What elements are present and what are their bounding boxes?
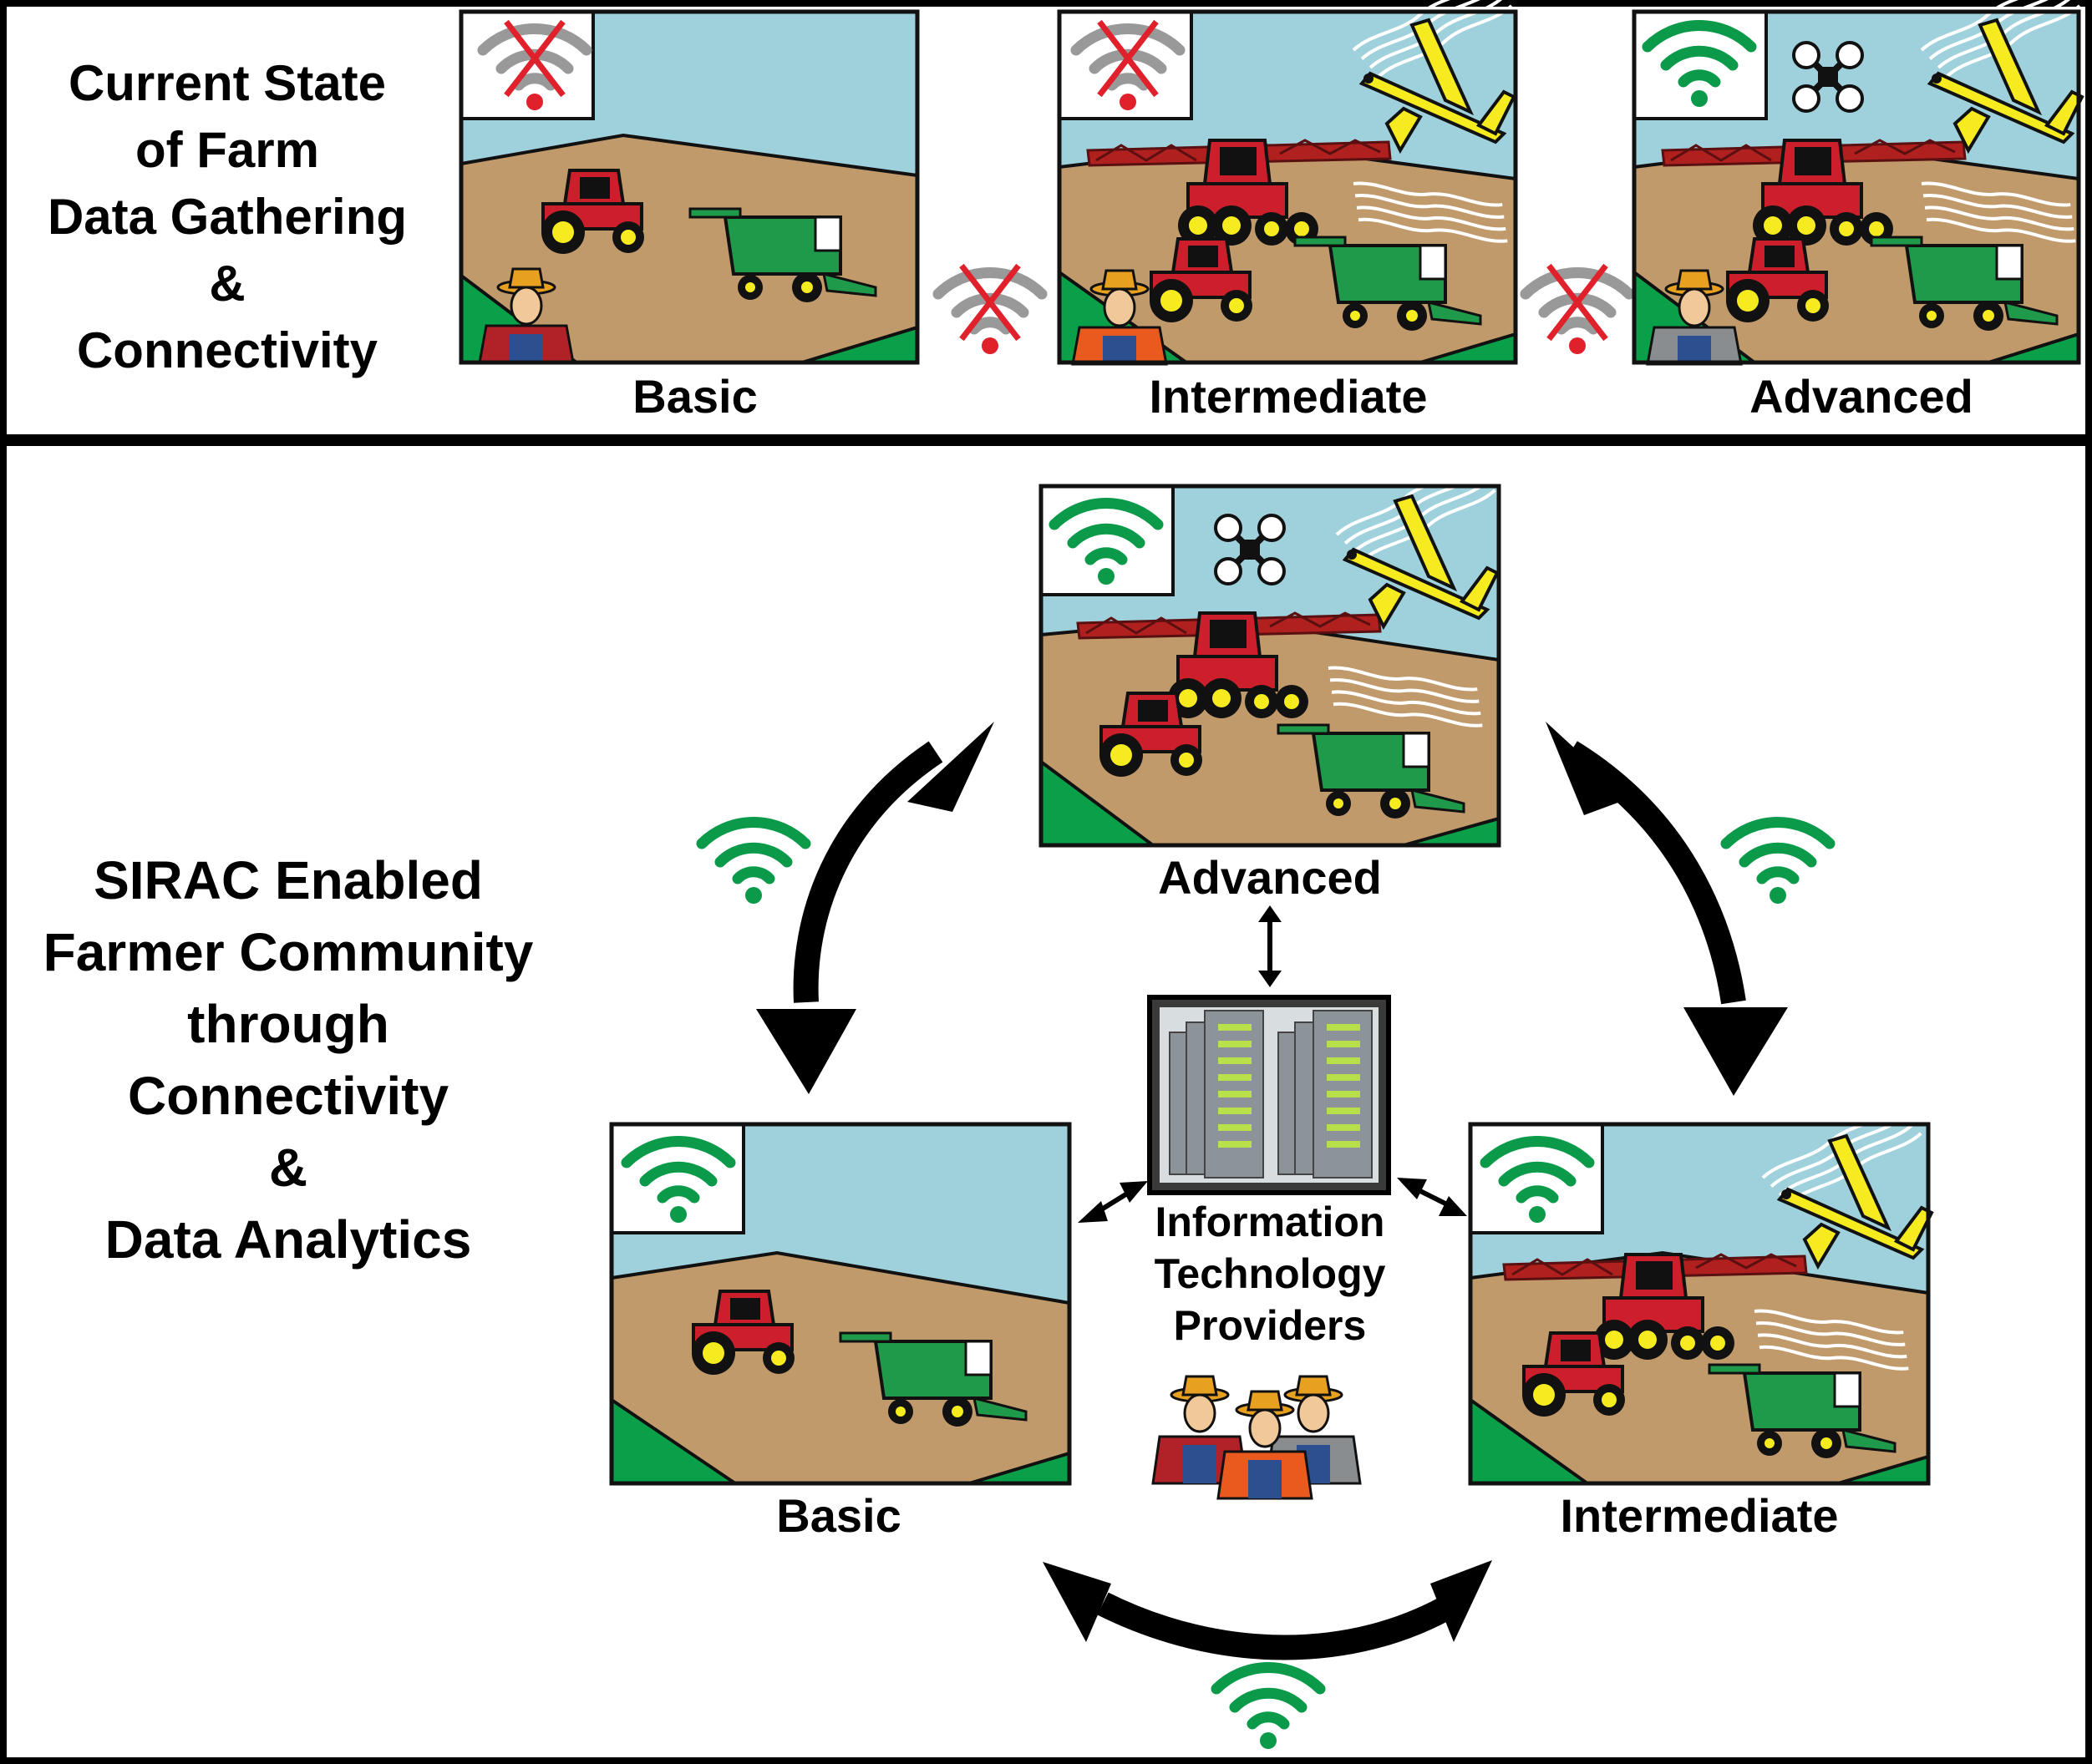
bottom-title-line: Data Analytics [105,1209,472,1270]
top-panel-title: Current State of Farm Data Gathering & C… [48,55,407,378]
bottom-advanced-label: Advanced [1158,851,1382,904]
top-title-line: & [209,256,245,312]
bottom-intermediate-label: Intermediate [1561,1489,1839,1542]
arrow-advanced-intermediate [1564,741,1746,1005]
arrowhead [1043,1562,1111,1642]
community-arrows [793,741,1746,1660]
it-label-line: Technology [1155,1250,1386,1297]
arrowhead [907,722,994,812]
arrow-heads [756,722,1788,1642]
bottom-advanced-scene: Advanced [1038,458,1501,904]
top-intermediate-scene: Intermediate [1057,0,1518,423]
top-intermediate-label: Intermediate [1150,370,1428,423]
top-basic-scene: Basic [459,9,920,423]
bottom-basic-label: Basic [776,1489,901,1542]
top-title-line: Data Gathering [48,189,407,245]
bottom-title-line: through [187,994,389,1054]
hub-links [1078,905,1467,1223]
farmer-icon [478,267,575,364]
arrow-basic-intermediate [1097,1592,1460,1660]
bottom-panel-title: SIRAC Enabled Farmer Community through C… [43,850,534,1270]
bottom-title-line: SIRAC Enabled [94,850,483,910]
farmer-group-icon [1151,1375,1362,1500]
top-title-line: Current State [69,55,386,111]
top-title-line: Connectivity [77,322,378,378]
arrowhead [1546,722,1629,815]
top-advanced-label: Advanced [1749,370,1973,423]
bottom-title-line: & [269,1138,307,1198]
arrowhead [1430,1560,1492,1642]
arrowhead [756,1009,856,1094]
top-title-line: of Farm [135,122,319,178]
server-rack-icon [1147,995,1391,1195]
bottom-basic-scene: Basic [609,1122,1072,1542]
arrow-advanced-basic [793,741,943,1003]
bottom-title-line: Connectivity [128,1066,449,1126]
arrowhead [1683,1007,1788,1096]
bottom-intermediate-scene: Intermediate [1468,1101,1933,1542]
it-label-line: Providers [1174,1302,1367,1349]
it-providers-label: Information Technology Providers [1155,1199,1386,1349]
top-advanced-scene: Advanced [1632,0,2084,423]
top-basic-label: Basic [632,370,757,423]
bottom-title-line: Farmer Community [43,922,534,982]
farmer-icon [1646,269,1743,366]
it-label-line: Information [1155,1199,1385,1245]
